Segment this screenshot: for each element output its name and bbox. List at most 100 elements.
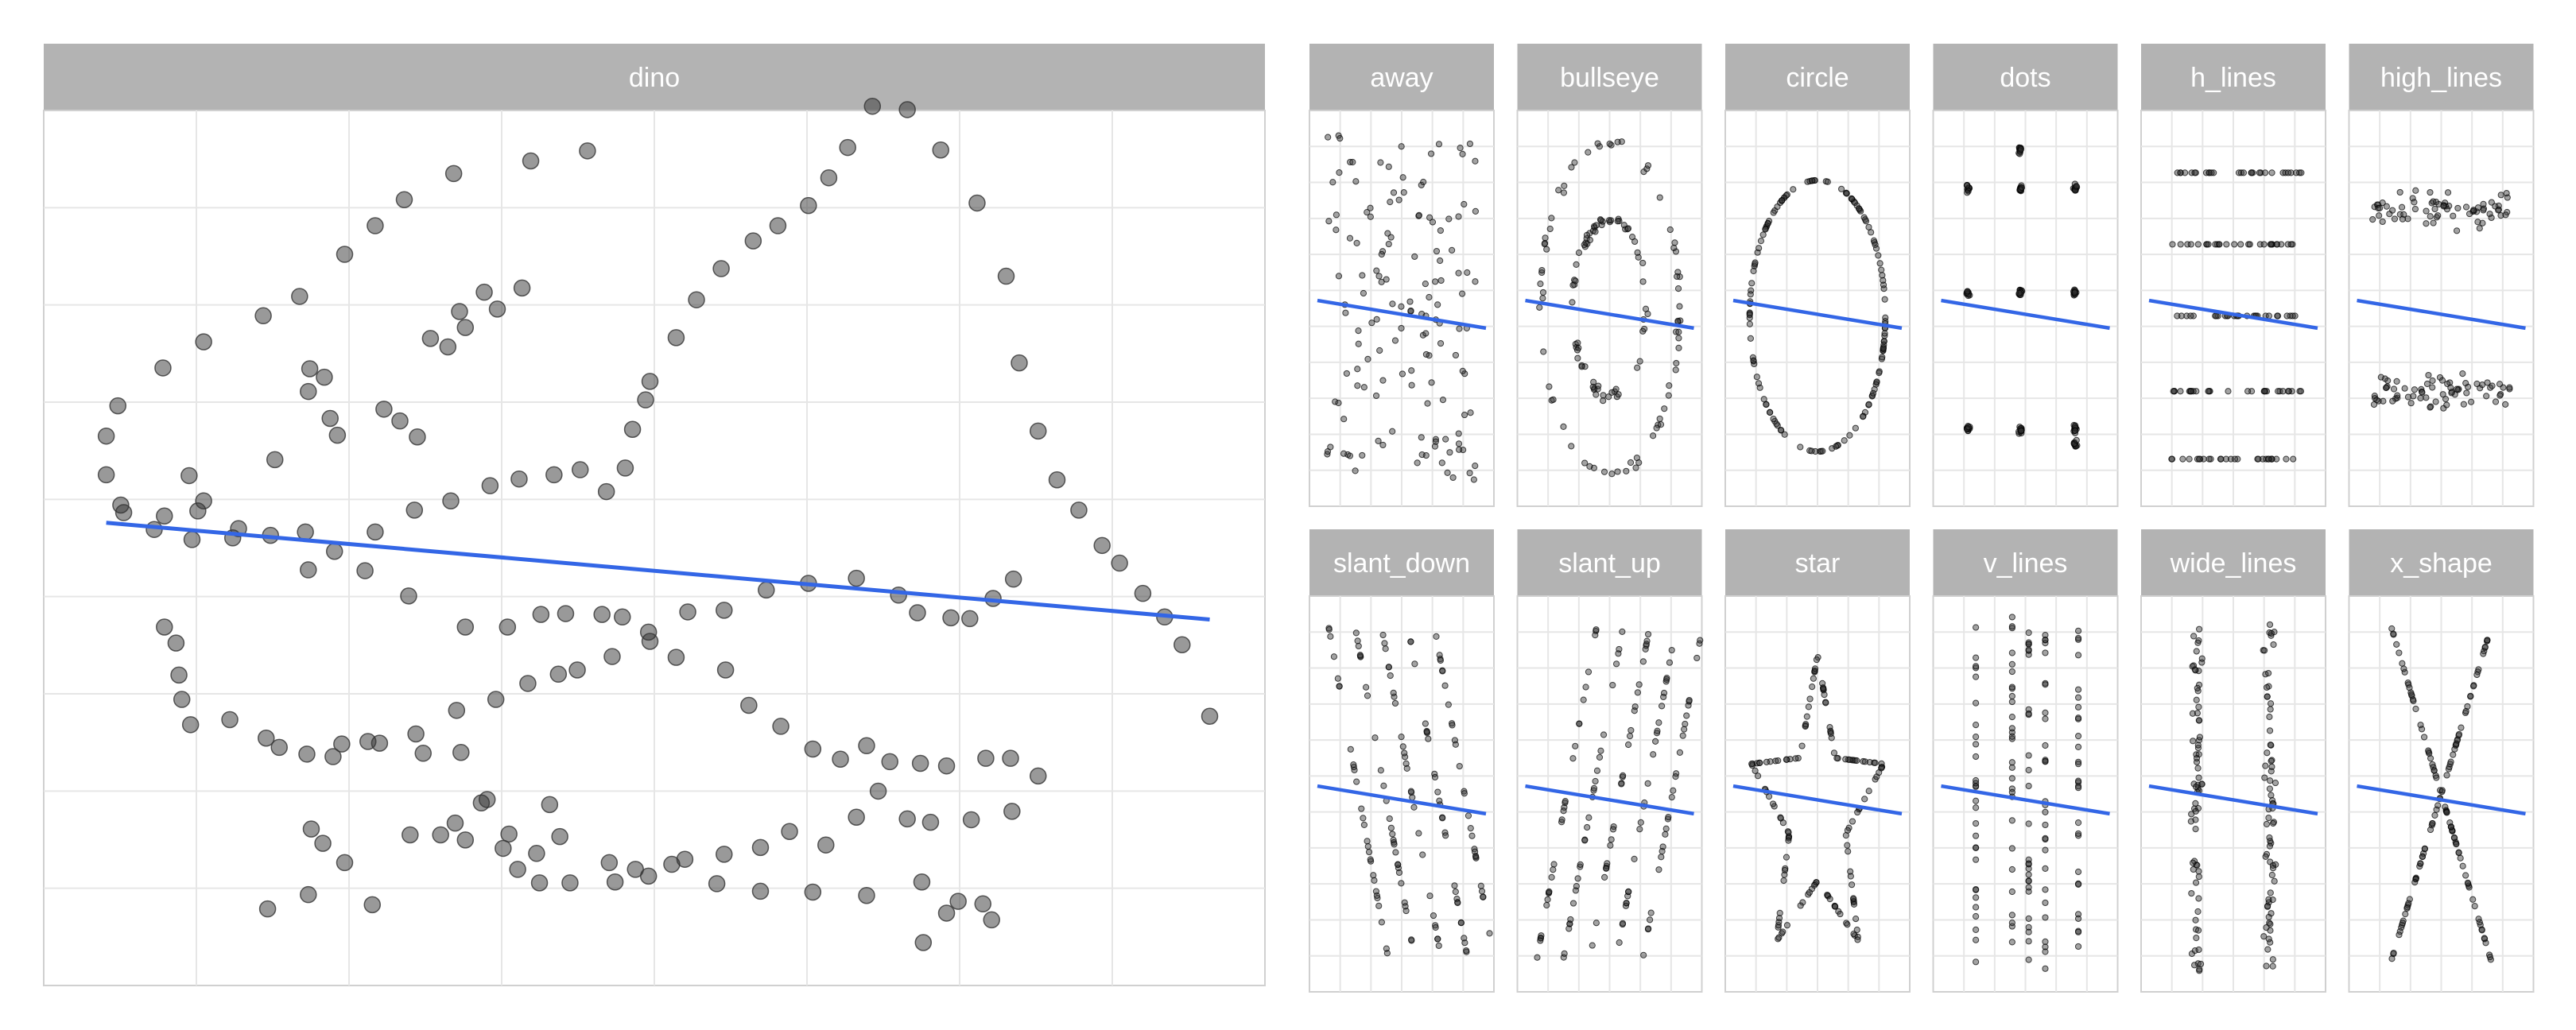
data-point xyxy=(1386,815,1393,823)
data-point xyxy=(1070,501,1088,519)
data-point xyxy=(937,904,956,922)
data-point xyxy=(1660,693,1667,701)
data-point xyxy=(1844,921,1851,928)
data-point xyxy=(1390,189,1398,196)
data-point xyxy=(2203,241,2210,248)
data-point xyxy=(2193,754,2201,762)
data-point xyxy=(2074,714,2082,722)
data-point xyxy=(2025,860,2032,867)
strip-bullseye xyxy=(1517,44,1702,110)
data-point xyxy=(1837,185,1845,192)
data-point xyxy=(1592,777,1599,785)
data-point xyxy=(1773,420,1780,428)
data-point xyxy=(1577,861,1584,868)
data-point xyxy=(1636,358,1643,365)
data-point xyxy=(1362,683,1370,691)
data-point xyxy=(2042,886,2049,893)
data-point xyxy=(2018,184,2026,192)
data-point xyxy=(2279,169,2287,176)
data-point xyxy=(1437,656,1444,664)
data-point xyxy=(1354,366,1361,373)
data-point xyxy=(2297,388,2305,395)
data-point xyxy=(2471,903,2478,910)
data-point xyxy=(1783,192,1790,199)
fit-line xyxy=(1732,298,1903,331)
data-point xyxy=(1452,741,1459,748)
data-point xyxy=(1872,241,1879,249)
data-point xyxy=(1658,703,1666,710)
data-point xyxy=(2459,862,2466,869)
data-point xyxy=(2443,772,2450,779)
data-point xyxy=(1865,401,1872,408)
data-point xyxy=(1625,741,1632,749)
data-point xyxy=(405,501,424,519)
data-point xyxy=(444,165,463,183)
data-point xyxy=(2195,455,2203,463)
data-point xyxy=(1352,467,1359,474)
data-point xyxy=(1355,340,1362,347)
data-point xyxy=(1872,245,1880,252)
data-point xyxy=(1600,731,1608,738)
data-point xyxy=(1973,894,1980,901)
data-point xyxy=(1399,370,1406,378)
data-point xyxy=(2469,683,2477,690)
data-point xyxy=(145,521,163,538)
data-point xyxy=(2266,727,2274,734)
data-point xyxy=(2429,384,2436,391)
data-point xyxy=(1418,434,1425,441)
data-point xyxy=(1631,707,1638,714)
data-point xyxy=(593,606,611,623)
data-point xyxy=(1003,803,1021,820)
data-point xyxy=(1644,780,1651,787)
data-point xyxy=(1576,720,1583,727)
strip-circle xyxy=(1725,44,1910,110)
data-point xyxy=(1662,825,1670,832)
data-point xyxy=(509,861,526,878)
data-point xyxy=(1449,722,1456,729)
panel-slant_up: slant_up xyxy=(1516,529,1704,993)
strip-label: x_shape xyxy=(2390,548,2493,579)
data-point xyxy=(291,288,308,305)
data-point xyxy=(2042,914,2049,921)
data-point xyxy=(1658,848,1666,855)
panel-h_lines: h_lines xyxy=(2140,44,2326,507)
data-point xyxy=(2025,938,2032,945)
data-point xyxy=(2194,455,2202,463)
data-point xyxy=(1637,819,1644,826)
data-point xyxy=(2264,749,2271,757)
data-point xyxy=(2450,751,2457,758)
data-point xyxy=(2074,627,2082,634)
data-point xyxy=(2480,650,2487,657)
data-point xyxy=(1201,707,1219,725)
data-point xyxy=(898,101,916,118)
data-point xyxy=(1438,459,1445,467)
data-point xyxy=(1656,194,1663,201)
data-point xyxy=(1437,277,1445,285)
data-point xyxy=(2074,881,2082,888)
data-point xyxy=(1802,721,1810,728)
data-point xyxy=(937,757,956,775)
data-point xyxy=(1973,783,1980,790)
data-point xyxy=(974,895,992,913)
data-point xyxy=(1964,189,1971,196)
data-point xyxy=(1833,443,1840,450)
data-point xyxy=(1424,400,1431,407)
data-point xyxy=(2008,845,2015,852)
data-point xyxy=(758,581,775,599)
data-point xyxy=(1764,220,1771,227)
data-point xyxy=(2196,966,2203,973)
data-point xyxy=(1434,788,1441,796)
data-point xyxy=(1370,872,1377,879)
data-point xyxy=(1619,628,1626,635)
data-point xyxy=(2231,241,2238,248)
data-point xyxy=(1580,696,1587,703)
data-point xyxy=(2427,213,2434,220)
data-point xyxy=(1456,762,1463,770)
data-point xyxy=(1418,451,1426,459)
data-point xyxy=(1665,392,1672,399)
data-point xyxy=(881,753,898,771)
data-point xyxy=(1865,788,1872,795)
data-point xyxy=(1461,200,1468,208)
data-point xyxy=(1595,382,1602,389)
data-point xyxy=(1558,816,1565,823)
